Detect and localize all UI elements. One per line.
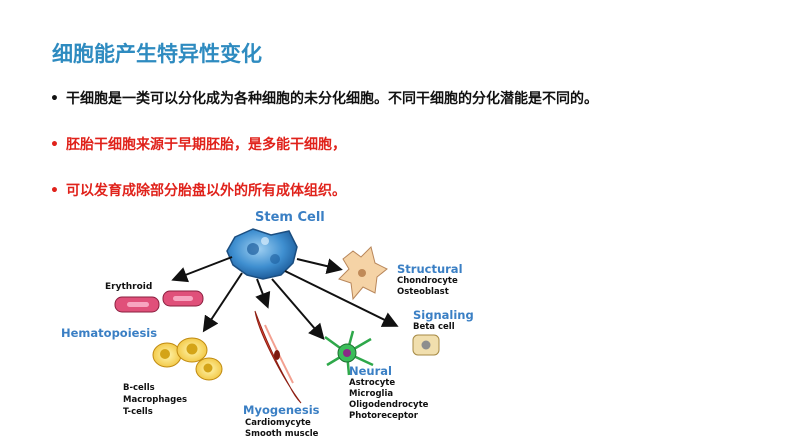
hematopoiesis-label: Hematopoiesis (61, 326, 157, 340)
stem-cell-label: Stem Cell (255, 210, 325, 225)
structural-label: Structural (397, 262, 463, 276)
beta-cell-icon (412, 334, 440, 356)
neural-type-2: Microglia (349, 389, 393, 399)
erythroid-label: Erythroid (105, 282, 152, 292)
stem-cell-diagram: Stem Cell Erythroid Hematopoiesis (57, 207, 491, 438)
bullet-marker: • (50, 137, 59, 153)
signaling-type-1: Beta cell (413, 322, 455, 332)
structural-cell-icon (338, 246, 388, 301)
bullet-text: 可以发育成除部分胎盘以外的所有成体组织。 (66, 183, 346, 199)
neural-cell-icon (324, 330, 374, 376)
myo-type-2: Smooth muscle (245, 429, 319, 438)
bullet-list: • 干细胞是一类可以分化成为各种细胞的未分化细胞。不同干细胞的分化潜能是不同的。… (50, 88, 598, 226)
bullet-marker: • (50, 183, 59, 199)
bullet-item-1: • 干细胞是一类可以分化成为各种细胞的未分化细胞。不同干细胞的分化潜能是不同的。 (50, 88, 598, 111)
hema-type-2: Macrophages (123, 395, 187, 405)
neural-label: Neural (349, 364, 392, 378)
stem-cell-diagram-svg: Stem Cell Erythroid Hematopoiesis (61, 210, 474, 438)
neural-type-4: Photoreceptor (349, 411, 419, 421)
bullet-item-3: • 可以发育成除部分胎盘以外的所有成体组织。 (50, 180, 598, 203)
bullet-text: 胚胎干细胞来源于早期胚胎，是多能干细胞， (66, 137, 346, 153)
arrows (171, 256, 399, 341)
myogenesis-label: Myogenesis (243, 403, 320, 417)
neural-type-1: Astrocyte (349, 378, 395, 388)
structural-type-1: Chondrocyte (397, 276, 458, 286)
blood-cells-icon (152, 337, 223, 381)
neural-type-3: Oligodendrocyte (349, 400, 429, 410)
bullet-marker: • (50, 91, 59, 107)
bullet-text: 干细胞是一类可以分化成为各种细胞的未分化细胞。不同干细胞的分化潜能是不同的。 (66, 91, 598, 107)
bullet-item-2: • 胚胎干细胞来源于早期胚胎，是多能干细胞， (50, 134, 598, 157)
hema-type-3: T-cells (123, 407, 153, 417)
myo-type-1: Cardiomycyte (245, 418, 311, 428)
structural-type-2: Osteoblast (397, 287, 449, 297)
erythroid-cells-icon (114, 290, 204, 313)
stem-cell-icon (226, 228, 298, 280)
slide-title: 细胞能产生特异性变化 (52, 42, 262, 66)
signaling-label: Signaling (413, 308, 474, 322)
hema-type-1: B-cells (123, 383, 155, 393)
muscle-cell-icon (254, 310, 302, 404)
